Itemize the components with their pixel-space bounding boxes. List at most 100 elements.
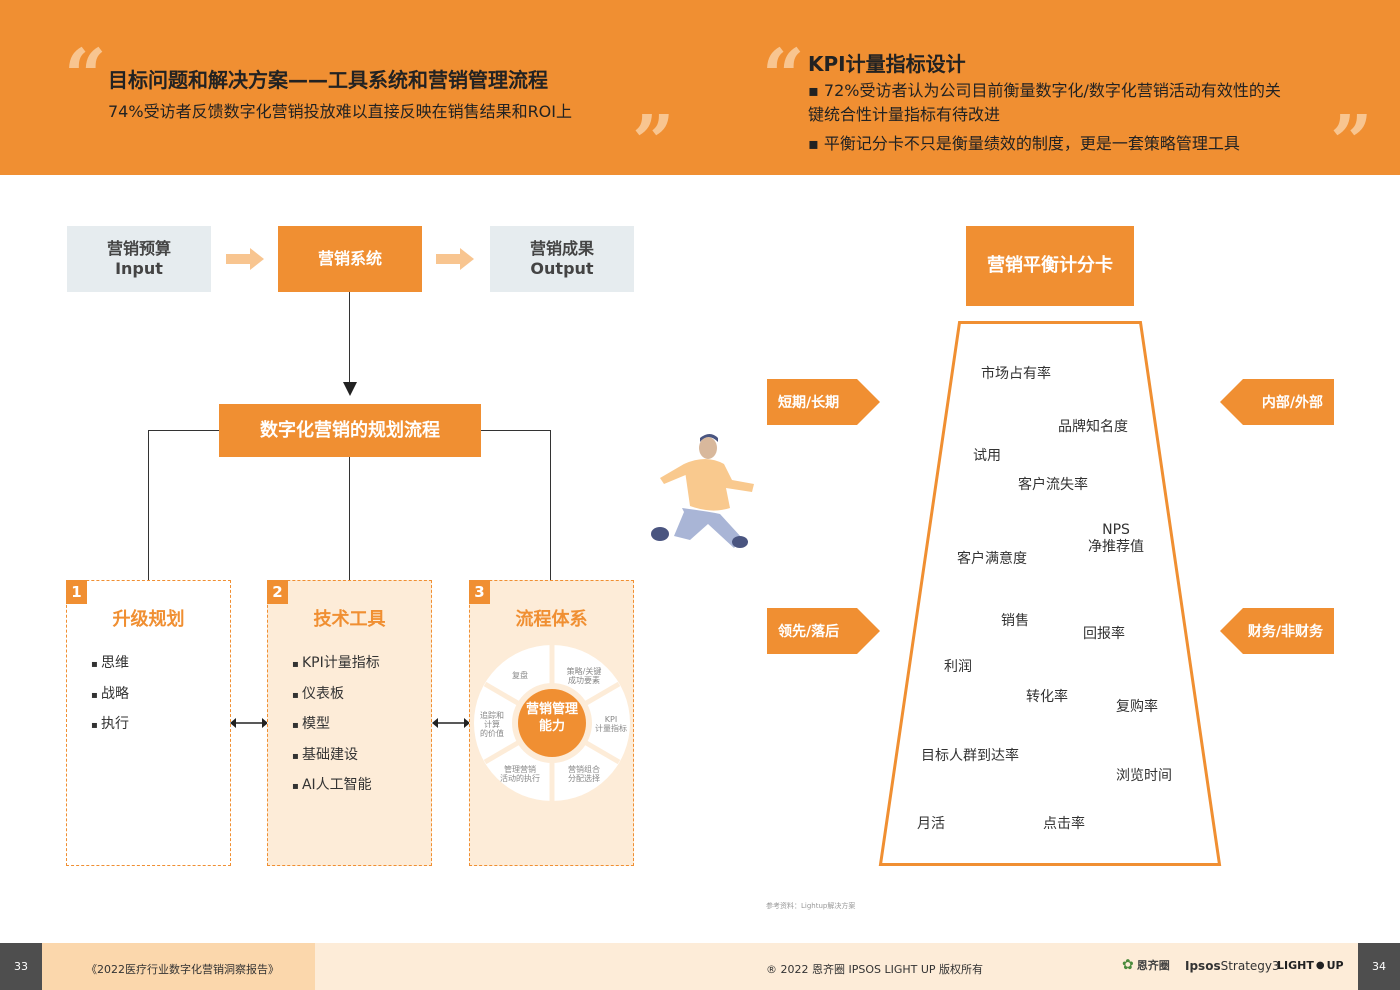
tag-short-long: 短期/长期 [778, 395, 840, 411]
panel-list: 思维 战略 执行 [91, 653, 129, 745]
open-quote-icon: “ [762, 34, 805, 120]
wheel-center-line-1: 营销管理 [525, 702, 578, 717]
scorecard-trapezoid [878, 321, 1222, 866]
connector-line [550, 430, 551, 580]
flame-icon: ● [1315, 960, 1325, 971]
kpi-trial: 试用 [973, 448, 1001, 464]
scorecard-title: 营销平衡计分卡 [987, 255, 1113, 276]
right-arrow-icon [436, 248, 474, 270]
list-item: 思维 [91, 653, 129, 684]
tag-arrow-shape [767, 608, 880, 654]
segment-line: 追踪和 [480, 711, 504, 720]
source-note: 参考资料：Lightup解决方案 [766, 902, 856, 910]
segment-line: 计算 [484, 720, 500, 729]
kpi-market-share: 市场占有率 [981, 366, 1051, 382]
wheel-center-label: 营销管理 能力 [521, 701, 583, 735]
result-output-box: 营销成果 Output [490, 226, 634, 292]
list-item: 战略 [91, 684, 129, 715]
right-header-bullet-2: ▪ 平衡记分卡不只是衡量绩效的制度，更是一套策略管理工具 [808, 134, 1240, 153]
footer-report-highlight [42, 943, 315, 990]
right-header-bullet-1a: ▪ 72%受访者认为公司目前衡量数字化/数字化营销活动有效性的关 [808, 81, 1281, 100]
marketing-system-label: 营销系统 [317, 249, 382, 268]
segment-line: 营销组合 [568, 765, 600, 774]
double-arrow-icon [432, 718, 470, 728]
segment-line: 成功要素 [568, 676, 600, 685]
logo-strategy3-text: Strategy3 [1220, 959, 1280, 973]
connector-line [349, 457, 350, 580]
panel-title: 流程体系 [515, 609, 588, 630]
logo-ipsos-strategy3: IpsosStrategy3 [1185, 959, 1280, 973]
copyright: ® 2022 恩齐圈 IPSOS LIGHT UP 版权所有 [766, 963, 984, 976]
logo-enqiquan: ✿ 恩齐圈 [1122, 957, 1170, 973]
kpi-nps: NPS 净推荐值 [1088, 522, 1144, 556]
planning-process-label: 数字化营销的规划流程 [260, 419, 440, 441]
kpi-brand-awareness: 品牌知名度 [1058, 419, 1128, 435]
balanced-scorecard-title-box: 营销平衡计分卡 [966, 226, 1134, 306]
connector-line [148, 430, 219, 431]
kpi-repurchase: 复购率 [1116, 699, 1158, 715]
planning-process-box: 数字化营销的规划流程 [219, 404, 481, 457]
panel-title: 升级规划 [112, 609, 185, 630]
kpi-reach: 目标人群到达率 [921, 748, 1019, 764]
segment-line: 策略/关键 [566, 667, 602, 676]
segment-line: 的价值 [480, 729, 504, 738]
right-arrow-icon [226, 248, 264, 270]
tag-financial-nonfinancial: 财务/非财务 [1247, 624, 1323, 640]
segment-line: 管理营销 [504, 765, 536, 774]
list-item: AI人工智能 [292, 775, 380, 806]
list-item: KPI计量指标 [292, 653, 380, 684]
open-quote-icon: “ [64, 34, 107, 120]
panel-number: 3 [469, 580, 490, 604]
down-arrow-icon [343, 382, 357, 396]
tag-arrow-shape [1220, 379, 1334, 425]
wheel-segment-strategy: 策略/关键成功要素 [562, 667, 606, 685]
kpi-satisfaction: 客户满意度 [957, 551, 1027, 567]
tag-arrow-shape [1220, 608, 1334, 654]
page-number-right: 34 [1358, 943, 1400, 990]
segment-line: 活动的执行 [500, 774, 540, 783]
flower-icon: ✿ [1122, 957, 1134, 973]
left-header-title: 目标问题和解决方案——工具系统和营销管理流程 [108, 68, 548, 92]
wheel-center-line-2: 能力 [538, 719, 565, 734]
kpi-browse-time: 浏览时间 [1116, 768, 1172, 784]
logo-lightup: LIGHT ● UP [1277, 959, 1344, 972]
header-band [0, 0, 1400, 175]
logo-up-text: UP [1326, 959, 1344, 972]
logo-ipsos-text: Ipsos [1185, 959, 1221, 973]
wheel-segment-execution: 管理营销活动的执行 [498, 765, 542, 783]
panel-number: 1 [66, 580, 87, 604]
wheel-segment-mix: 营销组合分配选择 [562, 765, 606, 783]
list-item: 仪表板 [292, 684, 380, 715]
connector-line [481, 430, 551, 431]
kpi-profit: 利润 [944, 659, 972, 675]
logo-light-text: LIGHT [1277, 959, 1314, 972]
wheel-segment-review: 复盘 [512, 671, 528, 680]
right-header-bullet-1b: 键统合性计量指标有待改进 [808, 105, 1001, 124]
page-number-left: 33 [0, 943, 42, 990]
tag-internal-external: 内部/外部 [1261, 395, 1323, 411]
tag-leading-lagging: 领先/落后 [778, 624, 840, 640]
panel-upgrade-planning: 1 升级规划 思维 战略 执行 [66, 580, 231, 866]
segment-line: 计量指标 [595, 724, 627, 733]
panel-tech-tools: 2 技术工具 KPI计量指标 仪表板 模型 基础建设 AI人工智能 [267, 580, 432, 866]
kpi-sales: 销售 [1001, 613, 1029, 629]
close-quote-icon: ” [632, 100, 675, 186]
budget-cn: 营销预算 [106, 239, 171, 258]
kpi-conversion: 转化率 [1026, 689, 1068, 705]
nps-cn-label: 净推荐值 [1088, 539, 1144, 555]
close-quote-icon: ” [1330, 100, 1373, 186]
connector-line [349, 292, 350, 384]
budget-en: Input [115, 259, 163, 278]
kpi-churn: 客户流失率 [1018, 477, 1088, 493]
panel-list: KPI计量指标 仪表板 模型 基础建设 AI人工智能 [292, 653, 380, 806]
list-item: 模型 [292, 714, 380, 745]
running-person-illustration [651, 434, 754, 548]
list-item: 基础建设 [292, 745, 380, 776]
management-wheel [474, 645, 630, 801]
result-en: Output [530, 259, 594, 278]
right-header-title: KPI计量指标设计 [808, 52, 966, 76]
list-item: 执行 [91, 714, 129, 745]
double-arrow-icon [230, 718, 268, 728]
panel-number: 2 [267, 580, 288, 604]
budget-input-box: 营销预算 Input [67, 226, 211, 292]
